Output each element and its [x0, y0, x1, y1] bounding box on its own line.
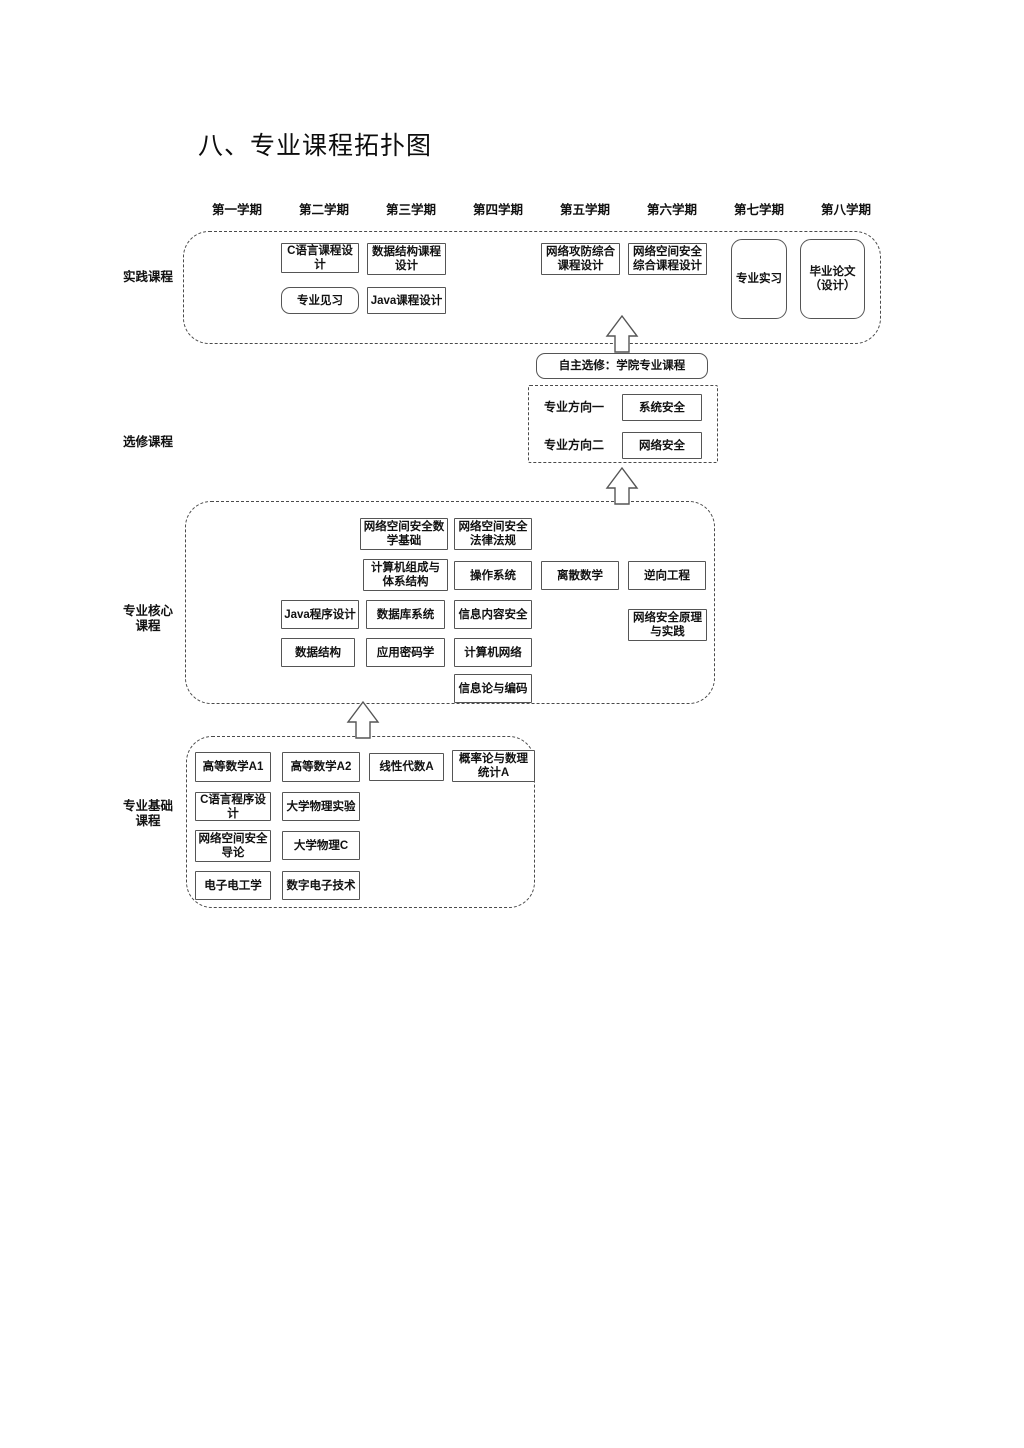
course-node-college-physics-lab[interactable]: 大学物理实验	[282, 792, 360, 821]
course-node-free-elective[interactable]: 自主选修：学院专业课程	[536, 353, 708, 379]
course-node-c-language-course-design[interactable]: C语言课程设计	[281, 243, 359, 273]
course-node-cyberspace-security-design[interactable]: 网络空间安全 综合课程设计	[628, 243, 707, 275]
page-title: 八、专业课程拓扑图	[198, 132, 433, 160]
course-node-network-security-principles[interactable]: 网络安全原理 与实践	[628, 609, 707, 641]
arrow-elective-to-practice	[605, 314, 639, 354]
band-label-basic: 专业基础 课程	[122, 799, 173, 828]
course-node-system-security[interactable]: 系统安全	[622, 394, 702, 421]
core-group	[185, 501, 715, 704]
course-node-digital-electronics[interactable]: 数字电子技术	[282, 871, 360, 900]
course-node-information-content-security[interactable]: 信息内容安全	[454, 600, 532, 629]
semester-header-2: 第二学期	[298, 203, 349, 217]
course-node-c-language-programming[interactable]: C语言程序设计	[195, 792, 271, 821]
band-label-elective: 选修课程	[122, 435, 173, 449]
semester-header-4: 第四学期	[472, 203, 523, 217]
course-node-cyberspace-security-math[interactable]: 网络空间安全数 学基础	[360, 518, 448, 550]
course-node-advanced-math-a2[interactable]: 高等数学A2	[282, 752, 360, 782]
course-node-network-security[interactable]: 网络安全	[622, 432, 702, 459]
arrow-core-to-elective	[605, 466, 639, 506]
course-node-discrete-mathematics[interactable]: 离散数学	[541, 561, 619, 590]
direction-group	[528, 385, 718, 463]
course-node-computer-network[interactable]: 计算机网络	[454, 638, 532, 667]
practice-group	[183, 231, 881, 344]
course-node-college-physics-c[interactable]: 大学物理C	[282, 831, 360, 860]
course-node-graduation-thesis[interactable]: 毕业论文 （设计）	[800, 239, 865, 319]
band-label-practice: 实践课程	[122, 270, 173, 284]
course-node-advanced-math-a1[interactable]: 高等数学A1	[195, 752, 271, 782]
course-node-java-programming[interactable]: Java程序设计	[281, 600, 359, 629]
course-node-network-attack-defense-design[interactable]: 网络攻防综合 课程设计	[541, 243, 620, 275]
direction-label-direction-two: 专业方向二	[543, 438, 604, 452]
semester-header-7: 第七学期	[733, 203, 784, 217]
semester-header-6: 第六学期	[646, 203, 697, 217]
course-node-probability-statistics-a[interactable]: 概率论与数理 统计A	[452, 750, 535, 782]
direction-label-direction-one: 专业方向一	[543, 400, 604, 414]
course-node-electronic-engineering[interactable]: 电子电工学	[195, 871, 271, 900]
course-node-cyberspace-security-intro[interactable]: 网络空间安全 导论	[195, 830, 271, 862]
band-label-core: 专业核心 课程	[122, 604, 173, 633]
semester-header-8: 第八学期	[820, 203, 871, 217]
course-node-reverse-engineering[interactable]: 逆向工程	[628, 561, 706, 590]
semester-header-1: 第一学期	[211, 203, 262, 217]
course-node-professional-practice[interactable]: 专业见习	[281, 287, 359, 314]
course-node-cyberspace-security-law[interactable]: 网络空间安全 法律法规	[454, 518, 532, 550]
course-node-linear-algebra-a[interactable]: 线性代数A	[369, 753, 444, 781]
semester-header-5: 第五学期	[559, 203, 610, 217]
course-node-data-structure-course-design[interactable]: 数据结构课程 设计	[367, 243, 446, 275]
course-node-data-structure[interactable]: 数据结构	[281, 638, 355, 667]
course-node-applied-cryptography[interactable]: 应用密码学	[366, 638, 445, 667]
course-node-database-system[interactable]: 数据库系统	[366, 600, 445, 629]
arrow-basic-to-core	[346, 700, 380, 740]
semester-header-3: 第三学期	[385, 203, 436, 217]
course-node-computer-organization[interactable]: 计算机组成与 体系结构	[363, 559, 448, 591]
course-node-professional-internship[interactable]: 专业实习	[731, 239, 787, 319]
course-node-information-theory-coding[interactable]: 信息论与编码	[454, 674, 532, 703]
course-node-java-course-design[interactable]: Java课程设计	[367, 287, 446, 314]
course-node-operating-system[interactable]: 操作系统	[454, 561, 532, 590]
